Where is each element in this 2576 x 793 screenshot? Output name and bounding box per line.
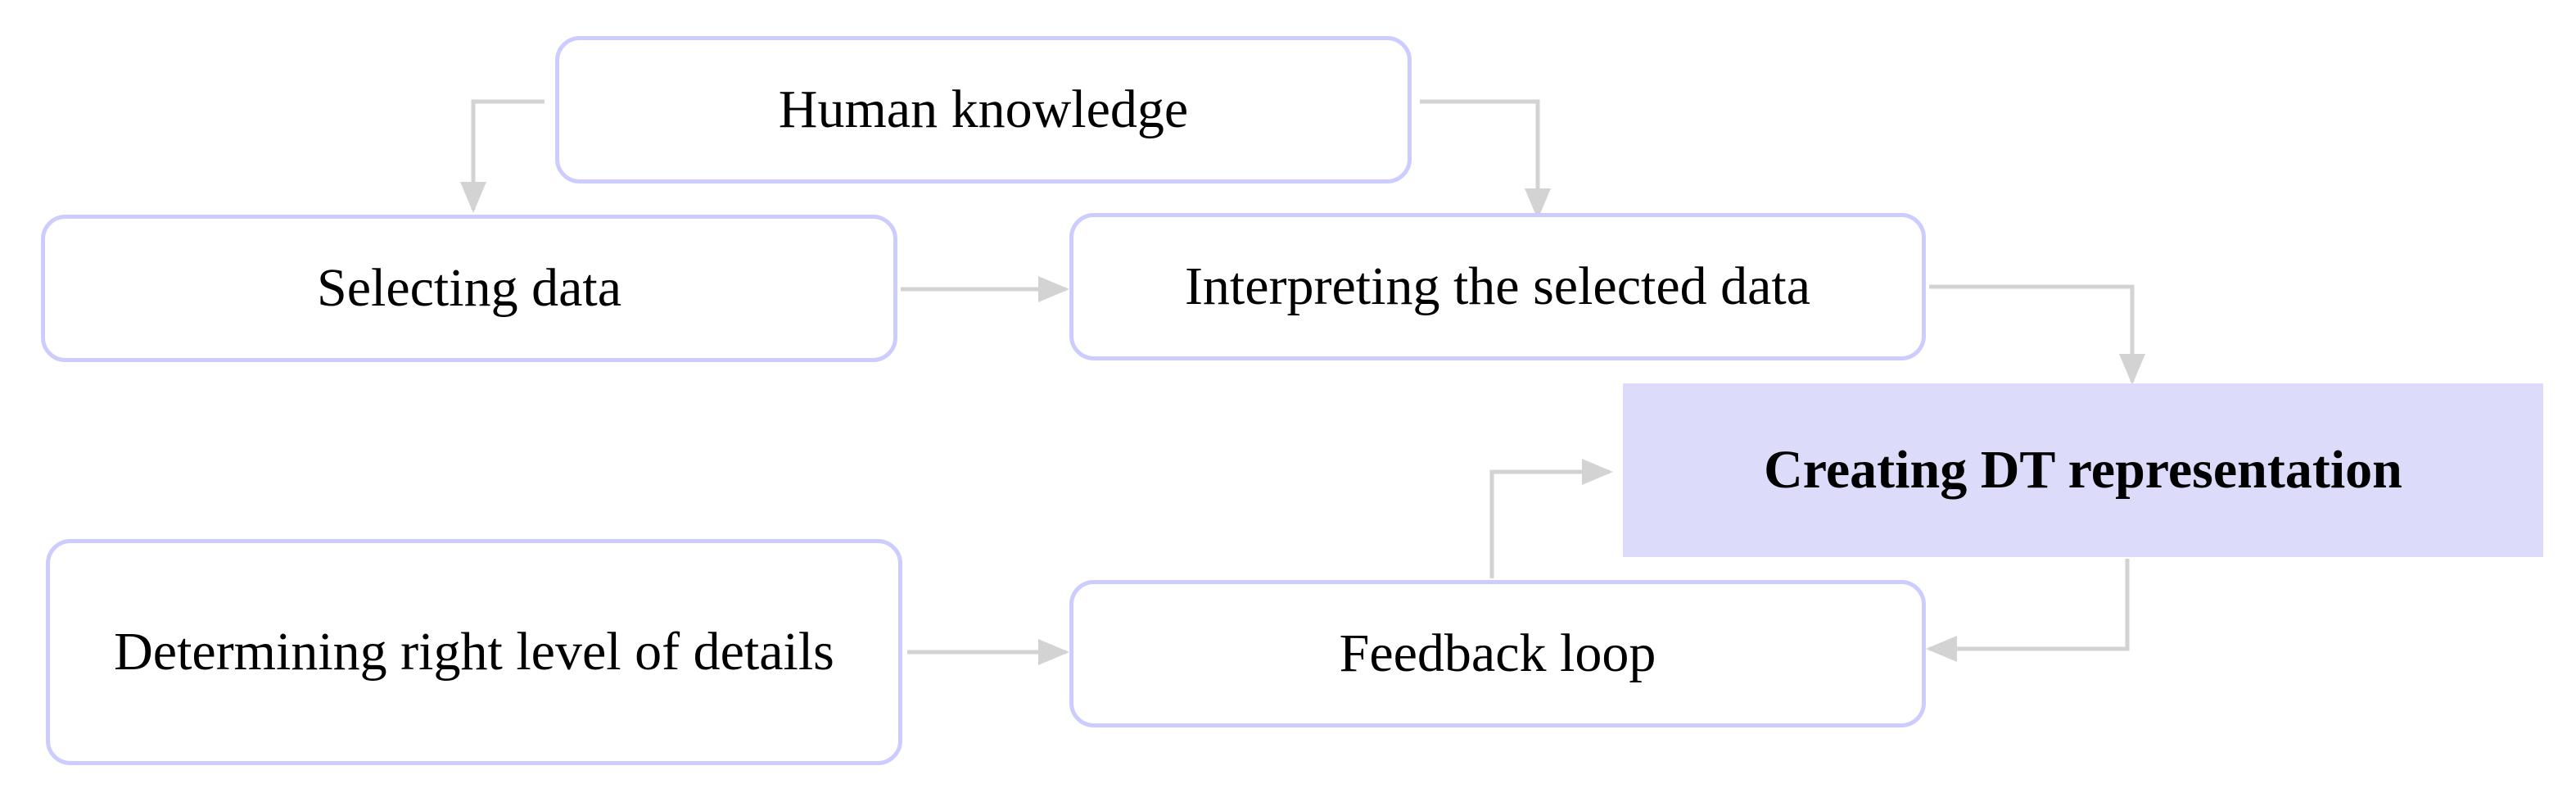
interpreting-selected-data-node: Interpreting the selected data [1069,213,1926,360]
arrow-human-knowledge-to-selecting-data [460,99,545,213]
feedback-loop-label: Feedback loop [1339,623,1656,684]
creating-dt-representation-node: Creating DT representation [1623,383,2543,557]
interpreting-selected-data-label: Interpreting the selected data [1184,256,1811,317]
selecting-data-label: Selecting data [316,258,622,319]
human-knowledge-node: Human knowledge [555,36,1412,184]
feedback-loop-node: Feedback loop [1069,580,1926,727]
determining-level-of-details-node: Determining right level of details [46,539,902,765]
selecting-data-node: Selecting data [41,215,897,362]
arrow-feedback-loop-to-creating-dt [1489,459,1613,578]
arrow-creating-dt-to-feedback-loop [1926,559,2130,662]
creating-dt-representation-label: Creating DT representation [1764,440,2402,501]
arrow-interpreting-to-creating-dt [1929,284,2145,385]
human-knowledge-label: Human knowledge [778,79,1189,140]
determining-level-of-details-label: Determining right level of details [114,622,834,682]
arrow-human-knowledge-to-interpreting [1420,99,1551,220]
